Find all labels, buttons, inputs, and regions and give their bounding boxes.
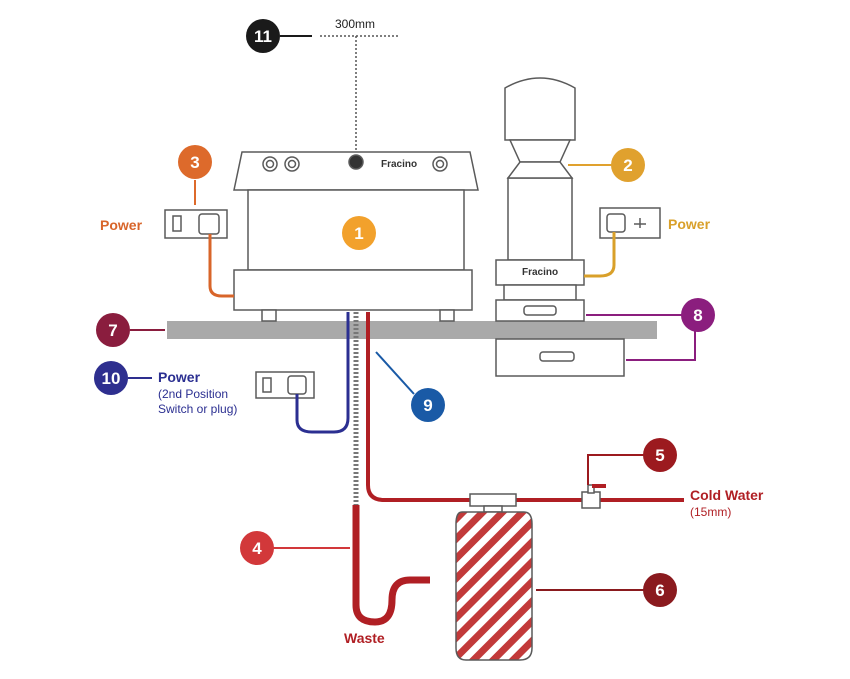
power-note-2: Switch or plug) [158,402,237,416]
svg-text:5: 5 [655,446,664,465]
water-filter-icon [455,511,533,661]
callout-2: 2 [611,148,645,182]
svg-text:3: 3 [190,153,199,172]
socket-icon [164,209,228,239]
callout-7: 7 [96,313,130,347]
cold-water-label: Cold Water [690,487,764,503]
grinder-icon [495,77,625,377]
svg-text:7: 7 [108,321,117,340]
water-valve-icon [581,484,606,509]
callout-arrow-9 [375,351,415,395]
svg-text:11: 11 [254,27,272,46]
svg-text:10: 10 [102,369,121,388]
callout-arrow-8b [626,330,696,361]
callout-11: 11 [246,19,280,53]
svg-text:8: 8 [693,306,702,325]
filter-connector [469,493,517,513]
socket-icon [599,207,661,239]
callout-4: 4 [240,531,274,565]
callout-arrow-5 [587,454,644,485]
cold-water-pipe [366,312,684,502]
svg-text:6: 6 [655,581,664,600]
callout-8: 8 [681,298,715,332]
callout-10: 10 [94,361,128,395]
socket-icon [255,371,315,399]
power-cable-left [208,234,234,298]
power-label-blue: Power [158,369,201,385]
power-cable-right [584,232,616,278]
machine-brand: Fracino [381,159,417,170]
counter-top [167,321,657,339]
waste-label: Waste [344,630,385,646]
callout-9: 9 [411,388,445,422]
power-note-1: (2nd Position [158,387,228,401]
power-label-right: Power [668,216,711,232]
callout-3: 3 [178,145,212,179]
power-cable-blue [295,312,350,434]
clearance-label: 300mm [335,17,375,31]
cold-water-size: (15mm) [690,505,731,519]
svg-text:9: 9 [423,396,432,415]
power-label-left: Power [100,217,143,233]
callout-6: 6 [643,573,677,607]
callout-5: 5 [643,438,677,472]
waste-trap [352,505,430,626]
svg-text:2: 2 [623,156,632,175]
grinder-brand: Fracino [522,267,558,278]
svg-text:1: 1 [354,224,363,243]
svg-text:4: 4 [252,539,262,558]
callout-1: 1 [342,216,376,250]
